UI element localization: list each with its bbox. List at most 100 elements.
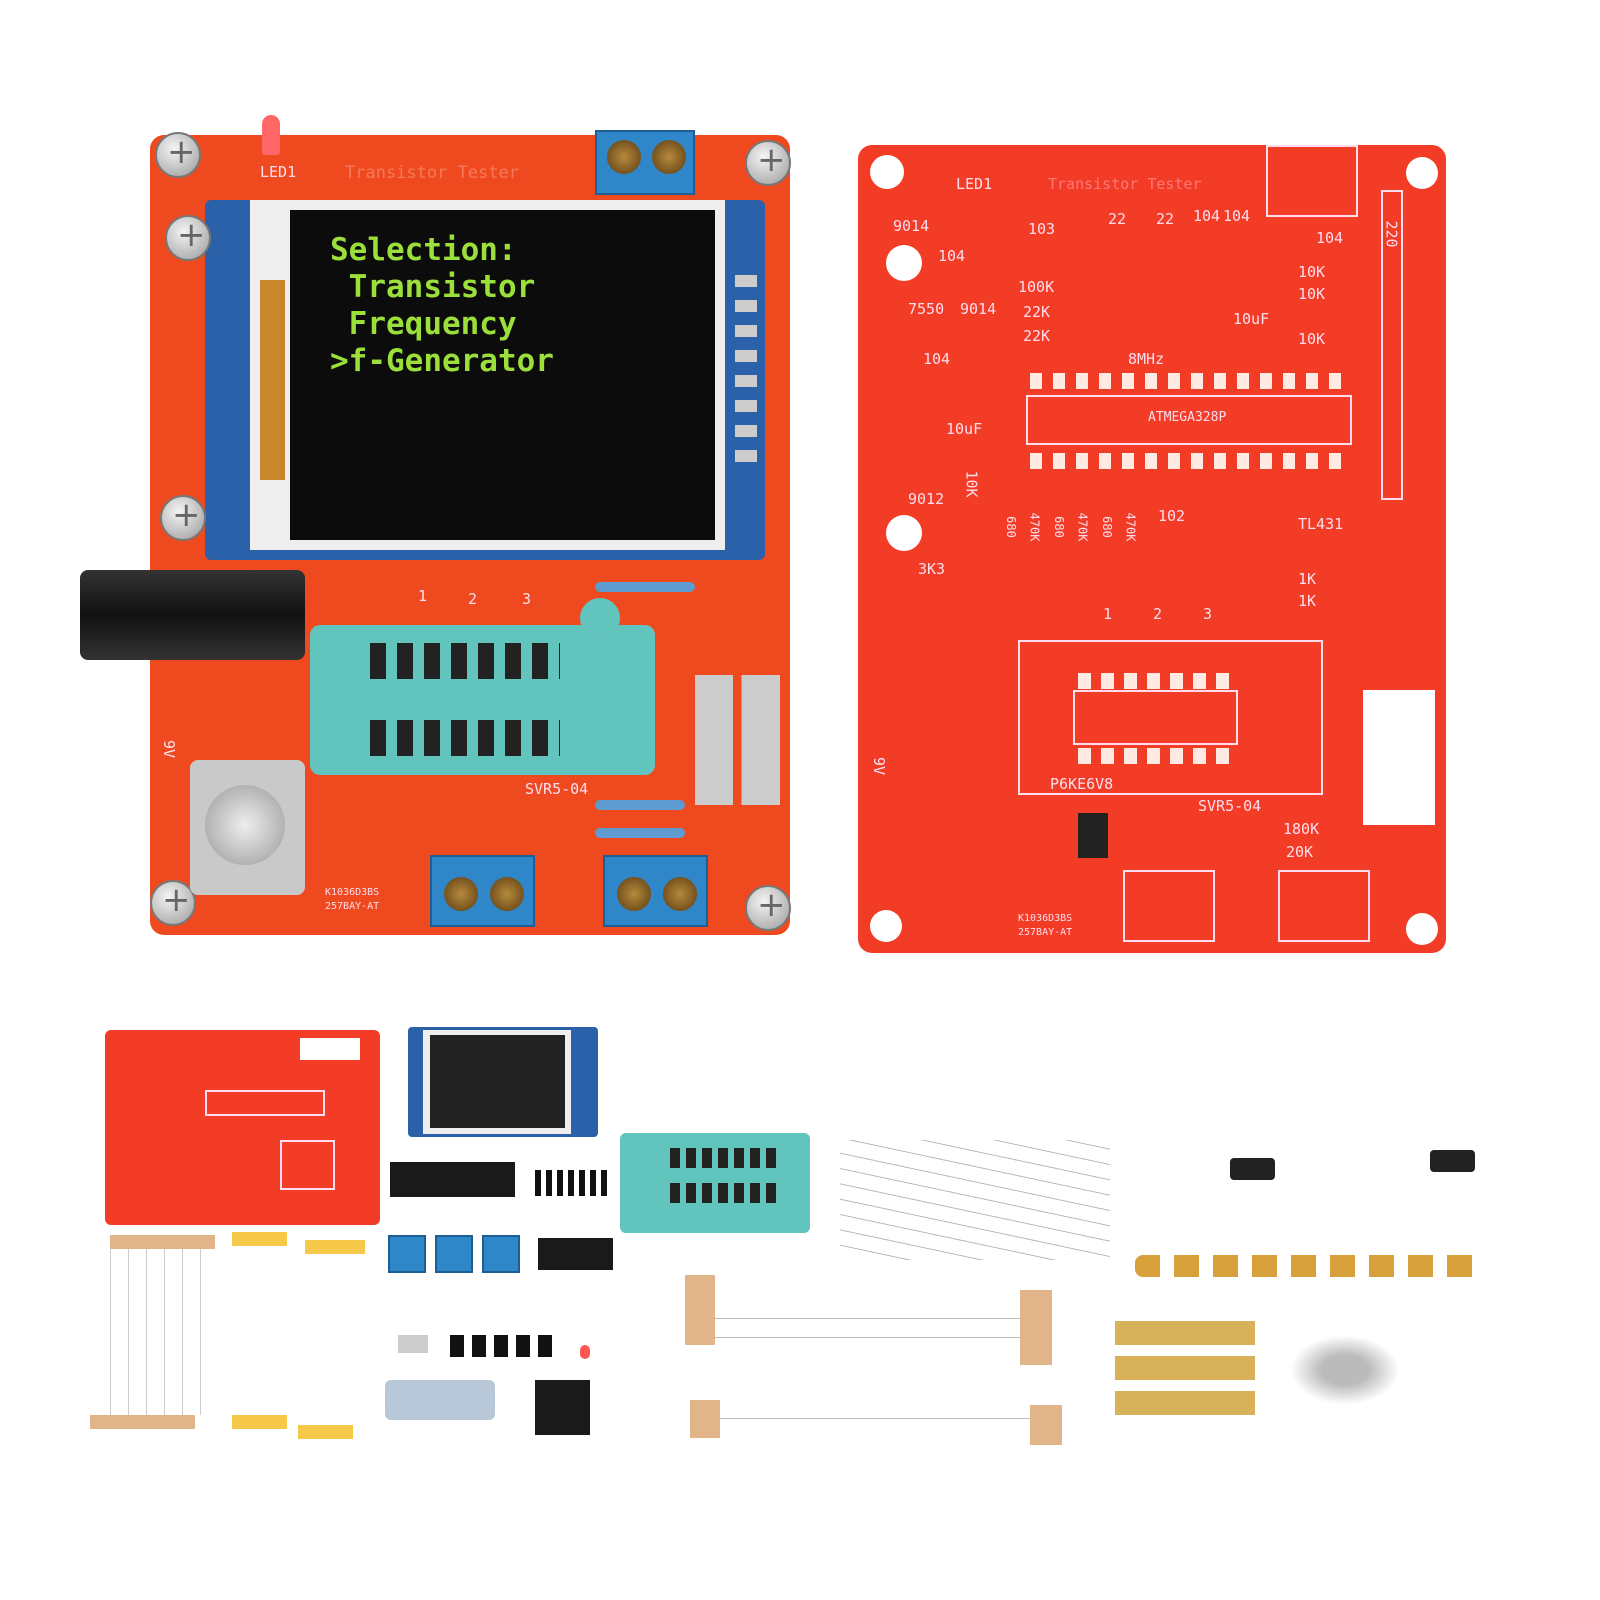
screen-line-transistor[interactable]: Transistor — [330, 269, 536, 305]
terminal-footprint — [1278, 870, 1370, 942]
zif-socket[interactable] — [310, 625, 655, 775]
title-label: Transistor Tester — [1048, 175, 1202, 193]
zif-lever[interactable] — [580, 598, 620, 638]
mount-screw — [745, 140, 791, 186]
r-col-4: 470K — [1075, 512, 1090, 542]
terminal-block — [603, 855, 708, 927]
vref-label: TL431 — [1298, 515, 1344, 533]
mount-screw — [150, 880, 196, 926]
screws — [1290, 1335, 1400, 1405]
r-col-1: 680 — [1003, 516, 1018, 538]
kit-ic-socket — [390, 1162, 515, 1197]
taped-resistor — [1030, 1405, 1062, 1445]
screen-line-f-generator[interactable]: >f-Generator — [330, 343, 554, 379]
lcd-header-pins — [735, 275, 757, 475]
mount-screw — [160, 495, 206, 541]
title-label: Transistor Tester — [345, 163, 519, 183]
ic-pads-top — [1078, 673, 1238, 689]
terminal-block — [430, 855, 535, 927]
resistor-tape-strip — [298, 1425, 353, 1439]
r10ka-label: 10K — [1298, 263, 1326, 281]
c102-label: 102 — [1158, 507, 1186, 525]
transistors — [450, 1335, 560, 1357]
led-label: LED1 — [956, 175, 993, 193]
resistor — [595, 800, 685, 810]
resistor — [595, 582, 695, 592]
r1ka-label: 1K — [1298, 570, 1317, 588]
pin-3: 3 — [522, 590, 532, 608]
model-label: K1036D3BS — [1018, 913, 1073, 924]
test-pads — [695, 675, 780, 805]
lcd-flex — [260, 280, 285, 480]
resistor-tape-strip — [232, 1415, 287, 1429]
mount-screw — [745, 885, 791, 931]
resistor-leads — [715, 1300, 1020, 1355]
c10ua-label: 10uF — [1233, 310, 1270, 328]
terminal-footprint — [1266, 145, 1358, 217]
mount-screw — [165, 215, 211, 261]
pin-2: 2 — [468, 590, 478, 608]
smd-part — [1078, 813, 1108, 858]
kit-terminal — [482, 1235, 520, 1273]
kit-zif-socket — [620, 1133, 810, 1233]
r22kb-label: 22K — [1023, 327, 1051, 345]
led — [262, 115, 280, 155]
r10kd-label: 10K — [962, 470, 981, 498]
test-pad-footprint — [1363, 690, 1435, 825]
ic-pads-bottom — [1078, 748, 1238, 764]
lcd-module: Selection: Transistor Frequency>f-Genera… — [205, 200, 765, 560]
pin-1: 1 — [1103, 605, 1113, 623]
resistor-leads — [110, 1249, 205, 1415]
r220-label: 220 — [1382, 220, 1401, 248]
t9014-label: 9014 — [960, 300, 997, 318]
bare-pcb: LED1 Transistor Tester 9014 103 104 22 2… — [858, 145, 1446, 953]
c10ub-label: 10uF — [946, 420, 983, 438]
terminal-footprint — [1123, 870, 1215, 942]
r180k-label: 180K — [1283, 820, 1320, 838]
c104d-label: 104 — [1316, 229, 1344, 247]
r10kb-label: 10K — [1298, 285, 1326, 303]
c104a-label: 104 — [938, 247, 966, 265]
power-label: 9V — [870, 756, 889, 776]
batch-label: 257BAY-AT — [325, 901, 380, 912]
kit-terminal — [388, 1235, 426, 1273]
mcu-footprint — [1026, 395, 1352, 445]
kit-terminal — [435, 1235, 473, 1273]
r-col-3: 680 — [1051, 516, 1066, 538]
electrolytic-capacitor — [1430, 1150, 1475, 1172]
resistor-tape-strip — [232, 1232, 287, 1246]
resistor-tape-strip — [305, 1240, 365, 1254]
dc-power-jack — [80, 570, 305, 660]
screen-line-frequency[interactable]: Frequency — [330, 306, 517, 342]
c22b-label: 22 — [1156, 210, 1175, 228]
c22a-label: 22 — [1108, 210, 1127, 228]
led-label: LED1 — [260, 163, 297, 181]
c104c-label: 104 — [1223, 207, 1251, 225]
ceramic-capacitors — [1135, 1255, 1485, 1277]
kit-pcb — [105, 1030, 380, 1225]
svr-label: SVR5-04 — [1198, 797, 1262, 815]
mcu-pads-top — [1030, 373, 1350, 389]
r20k-label: 20K — [1286, 843, 1314, 861]
c103-label: 103 — [1028, 220, 1056, 238]
rotary-encoder[interactable] — [190, 760, 305, 895]
loose-resistors — [840, 1140, 1110, 1260]
resistor-tape-strip — [110, 1235, 215, 1249]
batch-label: 257BAY-AT — [1018, 927, 1073, 938]
tvs-label: P6KE6V8 — [1050, 775, 1114, 793]
model-label: K1036D3BS — [325, 887, 380, 898]
r1kb-label: 1K — [1298, 592, 1317, 610]
mount-screw — [155, 132, 201, 178]
t1-label: 9014 — [893, 217, 930, 235]
xtal-label: 8MHz — [1128, 350, 1165, 368]
resistor-lead — [720, 1418, 1030, 1419]
mcu-pads-bottom — [1030, 453, 1350, 469]
resistor-tape-strip — [90, 1415, 195, 1429]
r100k-label: 100K — [1018, 278, 1055, 296]
kit-pin-header — [535, 1170, 610, 1196]
svr-label: SVR5-04 — [525, 780, 589, 798]
kit-lcd — [408, 1027, 598, 1137]
kit-ic — [538, 1238, 613, 1270]
t7550-label: 7550 — [908, 300, 945, 318]
r-col-2: 470K — [1027, 512, 1042, 542]
